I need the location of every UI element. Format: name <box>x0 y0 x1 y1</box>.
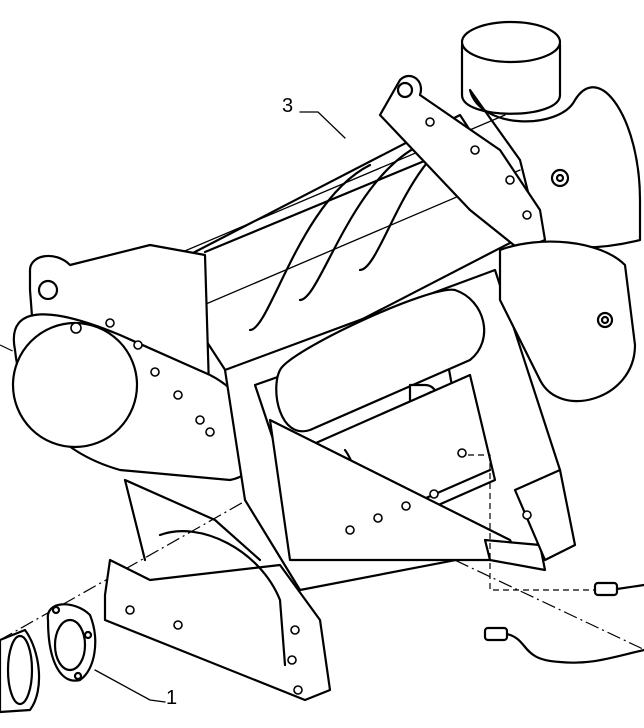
left-flange-bolts <box>105 318 215 437</box>
right-tank <box>498 240 637 403</box>
callout-label-1: 1 <box>166 687 178 709</box>
flange-pipe <box>0 628 41 714</box>
right-foot-bracket <box>483 468 577 572</box>
leader-lines <box>94 111 346 703</box>
callout-label-3: 3 <box>282 95 294 117</box>
sensor-lower <box>483 626 644 664</box>
gasket <box>46 603 97 682</box>
left-flange <box>11 243 260 482</box>
intake-canister <box>460 20 642 249</box>
sensor-upper <box>457 448 644 597</box>
lower-cylinder <box>268 373 522 562</box>
base-plate <box>103 478 332 702</box>
